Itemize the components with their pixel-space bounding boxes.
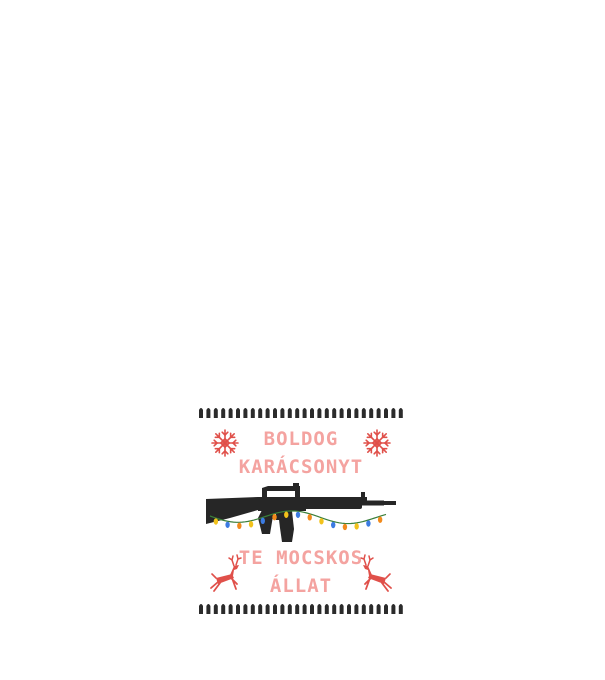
light-bulb <box>366 520 371 527</box>
border-bullet <box>228 604 233 614</box>
border-bullet <box>221 408 226 418</box>
border-bullet <box>324 604 329 614</box>
border-bullet <box>391 408 396 418</box>
design-artwork <box>199 408 403 614</box>
border-bullet <box>384 604 388 614</box>
border-bullet <box>280 604 285 614</box>
light-bulb <box>260 517 265 525</box>
border-bullet <box>354 408 359 418</box>
border-bullet <box>332 604 337 614</box>
lights-wire <box>209 510 387 525</box>
greeting-line-3: TE MOCSKOS <box>238 547 364 569</box>
border-bullet <box>273 408 277 418</box>
border-bullet <box>398 604 403 614</box>
border-bullet <box>369 408 374 418</box>
border-bullet <box>310 604 314 614</box>
snowflake-icon <box>363 429 391 457</box>
border-bullet <box>347 408 351 418</box>
border-bullet <box>398 408 403 418</box>
border-bullet <box>302 408 307 418</box>
border-bullet <box>273 604 277 614</box>
border-bullet <box>243 408 248 418</box>
border-bullet <box>332 408 337 418</box>
christmas-lights-icon <box>209 510 387 531</box>
light-bulb <box>225 521 230 528</box>
border-bullet <box>347 604 351 614</box>
border-bullet <box>265 408 270 418</box>
border-bullet <box>265 604 270 614</box>
border-bullet <box>206 604 211 614</box>
border-bullet <box>391 604 396 614</box>
greeting-line-1: BOLDOG <box>263 428 339 450</box>
border-bullet <box>221 604 226 614</box>
border-bullet <box>361 408 366 418</box>
border-bullet <box>384 408 388 418</box>
border-bullet <box>258 408 263 418</box>
border-bullet <box>295 604 300 614</box>
border-bullet <box>287 408 292 418</box>
border-bullet <box>354 604 359 614</box>
border-bullet <box>228 408 233 418</box>
border-bullet <box>339 604 344 614</box>
border-bullet <box>361 604 366 614</box>
light-bulb <box>284 511 289 518</box>
border-bullet <box>243 604 248 614</box>
border-bullet <box>250 604 255 614</box>
border-bullet <box>376 408 381 418</box>
greeting-line-2: KARÁCSONYT <box>238 456 364 478</box>
border-bullet <box>310 408 314 418</box>
light-bulb <box>342 523 348 531</box>
reindeer-icon <box>360 554 392 592</box>
light-bulb <box>272 513 277 521</box>
light-bulb <box>377 516 383 523</box>
border-bullet <box>324 408 329 418</box>
border-bullet <box>339 408 344 418</box>
border-bullet <box>295 408 300 418</box>
border-bullet <box>199 408 203 418</box>
greeting-line-4: ÁLLAT <box>269 575 333 597</box>
border-bullet <box>376 604 381 614</box>
border-bullet <box>258 604 263 614</box>
top-pattern-border <box>199 408 403 418</box>
border-bullet <box>317 408 322 418</box>
border-bullet <box>213 604 218 614</box>
light-bulb <box>331 521 336 529</box>
border-bullet <box>236 604 240 614</box>
light-bulb <box>307 514 312 521</box>
border-bullet <box>206 408 211 418</box>
border-bullet <box>317 604 322 614</box>
rifle-icon <box>206 483 396 542</box>
border-bullet <box>280 408 285 418</box>
bottom-pattern-border <box>199 604 403 614</box>
shirt-print-design: BOLDOG KARÁCSONYT TE MOCSKOS ÁLLAT <box>196 406 406 620</box>
border-bullet <box>302 604 307 614</box>
border-bullet <box>199 604 203 614</box>
reindeer-icon <box>210 554 242 592</box>
light-bulb <box>319 518 324 525</box>
border-bullet <box>287 604 292 614</box>
light-bulb <box>248 521 254 528</box>
snowflake-icon <box>211 429 239 457</box>
light-bulb <box>213 518 219 525</box>
border-bullet <box>369 604 374 614</box>
light-bulb <box>237 522 242 530</box>
light-bulb <box>295 511 301 518</box>
light-bulb <box>354 523 359 530</box>
border-bullet <box>213 408 218 418</box>
border-bullet <box>250 408 255 418</box>
border-bullet <box>236 408 240 418</box>
